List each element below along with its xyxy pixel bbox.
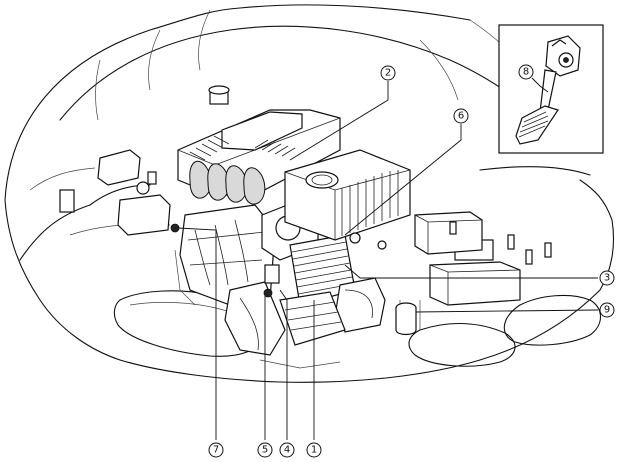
- callouts: 1 2 3 4 5 6 7 8: [208, 64, 615, 458]
- callout-1: 1: [306, 442, 322, 458]
- callout-7: 7: [208, 442, 224, 458]
- svg-text:2: 2: [385, 68, 391, 79]
- left-side-components: [59, 85, 230, 236]
- leader-6: [344, 124, 462, 236]
- leader-3: [344, 264, 598, 279]
- callout-5: 5: [257, 442, 273, 458]
- accelerator-pedal-inset: [498, 24, 604, 154]
- leader-4: [279, 289, 288, 440]
- svg-text:9: 9: [604, 305, 610, 316]
- callout-4: 4: [279, 442, 295, 458]
- callout-3: 3: [599, 270, 615, 286]
- svg-text:8: 8: [523, 67, 529, 78]
- callout-6: 6: [453, 108, 469, 124]
- leader-8: [531, 77, 549, 93]
- callout-8: 8: [518, 64, 534, 80]
- svg-text:5: 5: [262, 445, 268, 456]
- svg-text:7: 7: [213, 445, 219, 456]
- leader-2: [289, 81, 389, 161]
- leader-lines: [177, 77, 599, 440]
- svg-text:1: 1: [311, 445, 317, 456]
- svg-text:6: 6: [458, 111, 464, 122]
- engine-assembly: [170, 109, 417, 369]
- right-side-components: [399, 211, 552, 330]
- svg-text:3: 3: [604, 273, 610, 284]
- callout-2: 2: [380, 65, 396, 81]
- svg-text:4: 4: [284, 445, 290, 456]
- callout-9: 9: [599, 302, 615, 318]
- vehicle-body-outline: [4, 4, 615, 383]
- leader-9: [415, 309, 599, 313]
- leader-7: [177, 227, 217, 440]
